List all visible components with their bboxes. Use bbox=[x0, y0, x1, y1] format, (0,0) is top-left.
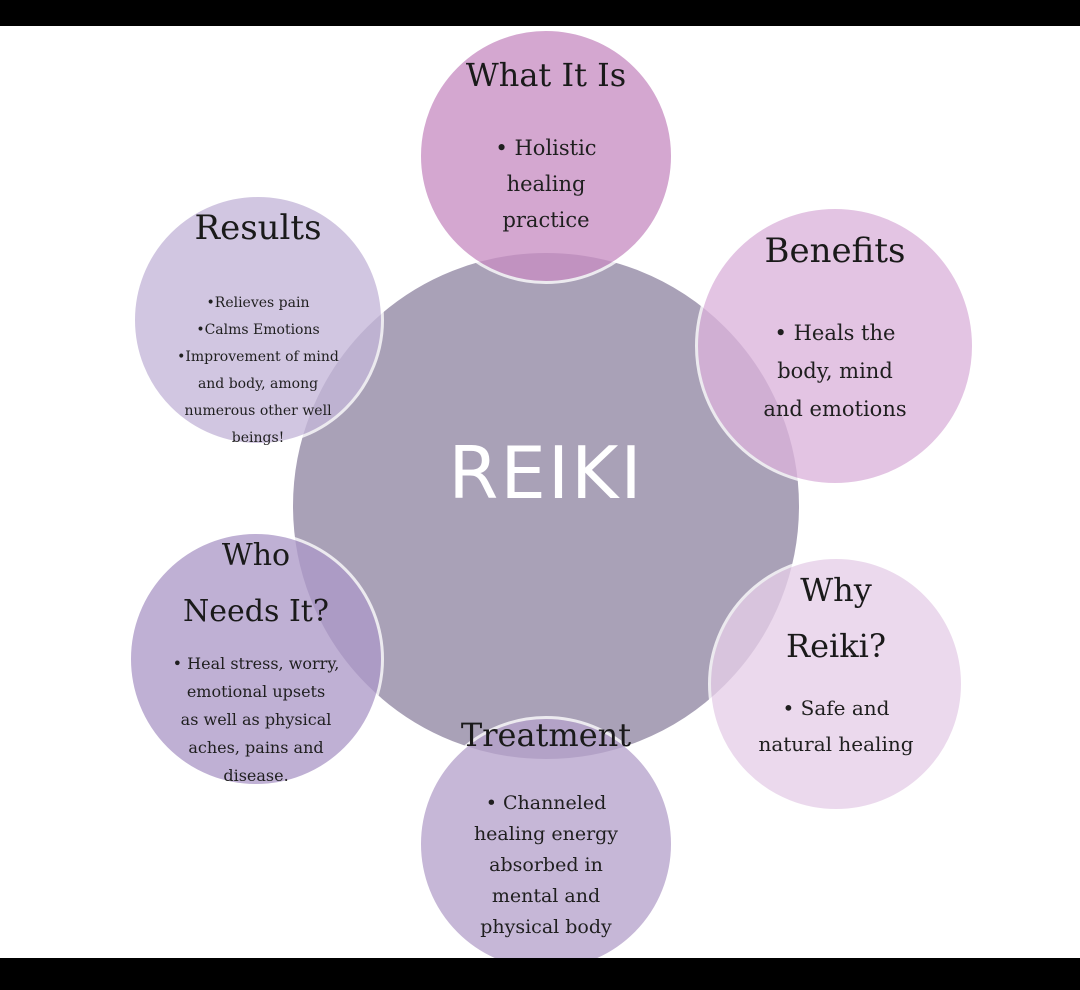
who-needs-it-line: aches, pains and bbox=[188, 738, 324, 757]
benefits-line: • Heals the bbox=[774, 321, 896, 345]
why-reiki-line: • Safe and bbox=[782, 696, 890, 720]
who-needs-it-line: as well as physical bbox=[180, 710, 332, 729]
results-line: •Calms Emotions bbox=[196, 322, 320, 338]
what-it-is-circle bbox=[418, 28, 674, 284]
why-reiki-text: • Safe and natural healing bbox=[708, 690, 964, 762]
treatment-line: absorbed in bbox=[489, 854, 603, 876]
who-needs-it-title: Who Needs It? bbox=[128, 528, 384, 640]
treatment-line: • Channeled bbox=[485, 792, 607, 814]
who-needs-it-title-line: Needs It? bbox=[183, 594, 329, 629]
benefits-line: and emotions bbox=[763, 397, 907, 421]
why-reiki-circle bbox=[708, 556, 964, 812]
who-needs-it-text: • Heal stress, worry, emotional upsets a… bbox=[128, 650, 384, 790]
results-line: •Relieves pain bbox=[206, 295, 310, 311]
what-it-is-line: • Holistic bbox=[495, 136, 597, 160]
results-text: •Relieves pain •Calms Emotions •Improvem… bbox=[132, 290, 384, 452]
what-it-is-text: • Holistic healing practice bbox=[418, 130, 674, 238]
benefits-circle bbox=[695, 206, 975, 486]
who-needs-it-line: • Heal stress, worry, bbox=[172, 654, 340, 673]
why-reiki-line: natural healing bbox=[758, 732, 914, 756]
reiki-diagram: REIKI What It Is • Holistic healing prac… bbox=[0, 26, 1080, 958]
treatment-line: physical body bbox=[480, 916, 612, 938]
who-needs-it-title-line: Who bbox=[221, 538, 291, 573]
treatment-line: mental and bbox=[491, 885, 601, 907]
center-label: REIKI bbox=[448, 431, 644, 515]
results-circle bbox=[132, 194, 384, 446]
who-needs-it-line: disease. bbox=[223, 766, 289, 785]
results-line: beings! bbox=[231, 430, 285, 446]
who-needs-it-line: emotional upsets bbox=[186, 682, 326, 701]
why-reiki-title-line: Why bbox=[800, 571, 872, 609]
why-reiki-title: Why Reiki? bbox=[708, 562, 964, 674]
what-it-is-title: What It Is bbox=[465, 56, 627, 94]
benefits-title: Benefits bbox=[764, 231, 906, 271]
benefits-text: • Heals the body, mind and emotions bbox=[700, 314, 970, 428]
treatment-text: • Channeled healing energy absorbed in m… bbox=[418, 788, 674, 943]
what-it-is-line: practice bbox=[502, 208, 590, 232]
results-line: numerous other well bbox=[184, 403, 332, 419]
treatment-line: healing energy bbox=[473, 823, 619, 845]
treatment-circle bbox=[418, 716, 674, 958]
treatment-title: Treatment bbox=[460, 716, 632, 754]
results-title: Results bbox=[194, 208, 322, 248]
what-it-is-line: healing bbox=[506, 172, 586, 196]
results-line: and body, among bbox=[197, 376, 319, 392]
results-line: •Improvement of mind bbox=[177, 349, 339, 365]
why-reiki-title-line: Reiki? bbox=[785, 627, 887, 665]
benefits-line: body, mind bbox=[777, 359, 893, 383]
who-needs-it-circle bbox=[128, 531, 384, 787]
